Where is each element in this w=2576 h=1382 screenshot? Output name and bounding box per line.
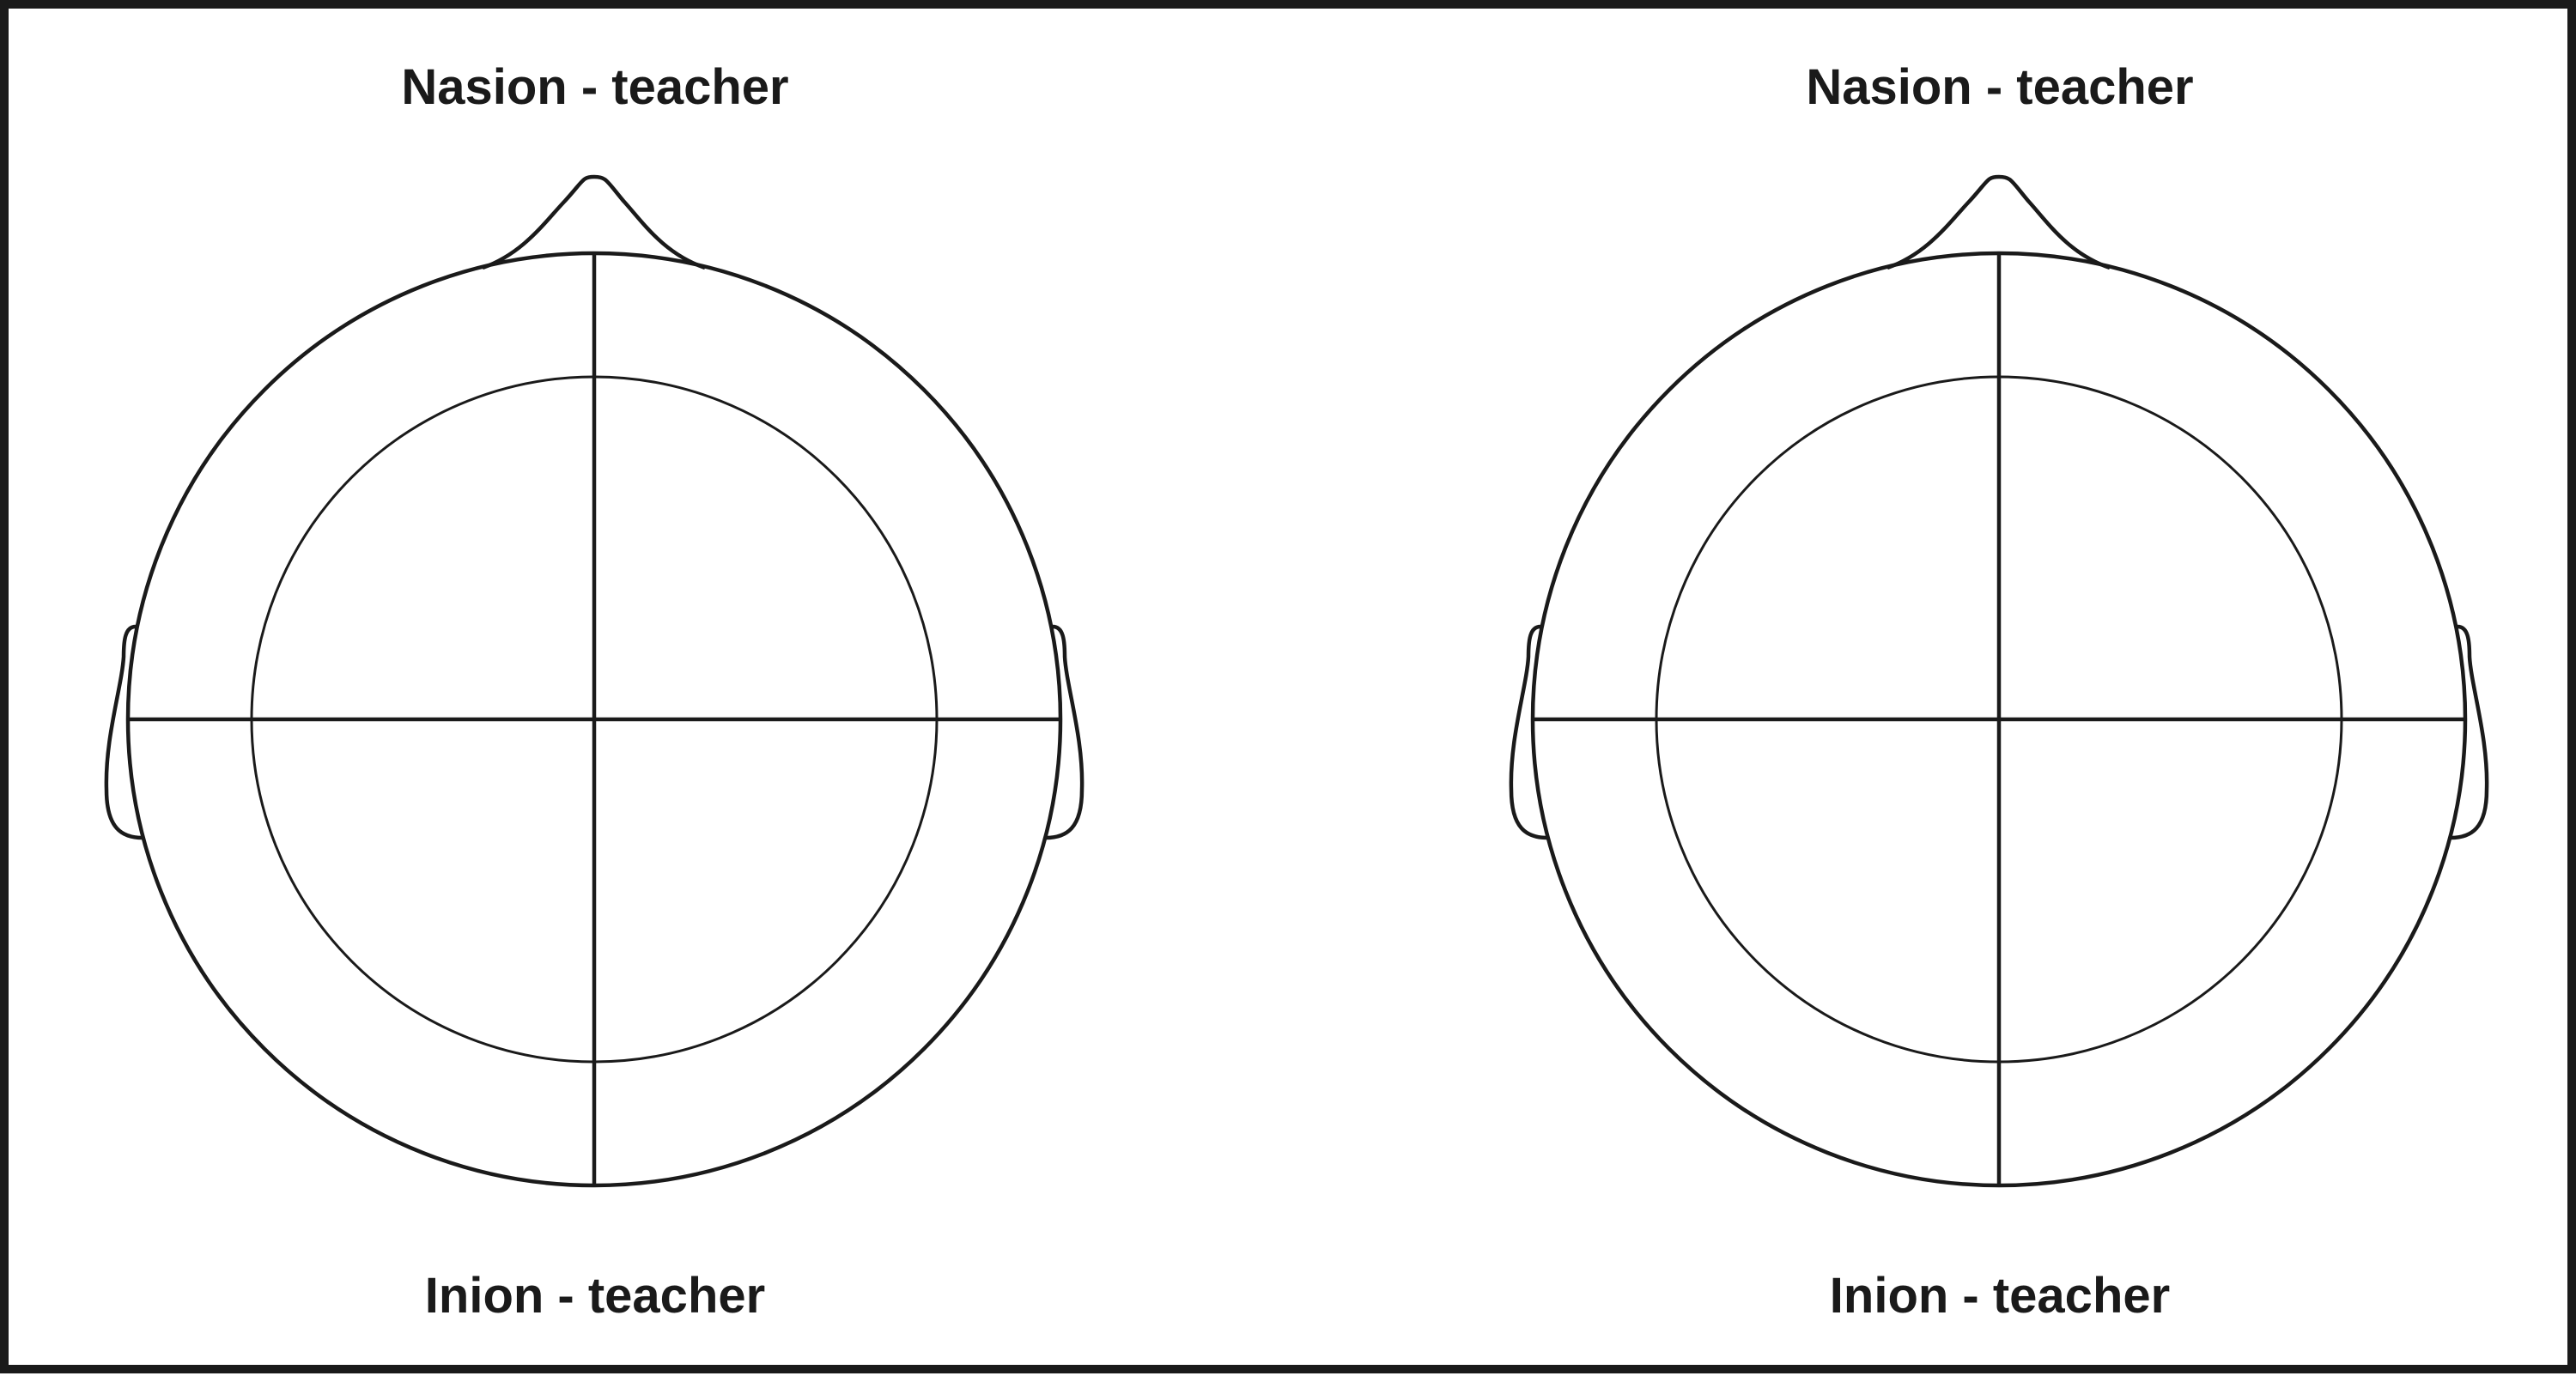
head-map-right [1509,174,2489,1188]
head-maps-diagram [104,174,2489,1188]
head-map-left [104,174,1084,1188]
right-ear-outline [1045,624,1084,840]
nose-outline [1886,174,2111,270]
inion-label-right: Inion - teacher [1829,1268,2171,1324]
nose-outline [482,174,706,270]
left-ear-outline [104,624,143,840]
inion-label-left: Inion - teacher [424,1268,766,1324]
nasion-label-left: Nasion - teacher [401,59,789,115]
left-ear-outline [1509,624,1548,840]
nasion-label-right: Nasion - teacher [1806,59,2194,115]
right-ear-outline [2450,624,2489,840]
